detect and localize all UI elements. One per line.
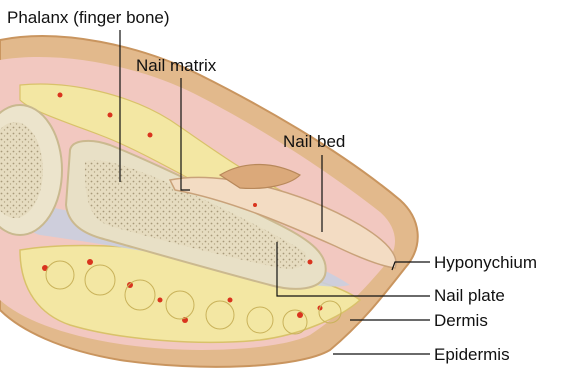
label-hyponychium: Hyponychium (434, 254, 537, 271)
label-dermis: Dermis (434, 312, 488, 329)
label-epidermis: Epidermis (434, 346, 510, 363)
label-nail-bed: Nail bed (283, 133, 345, 150)
label-phalanx: Phalanx (finger bone) (7, 9, 170, 26)
label-nail-matrix: Nail matrix (136, 57, 216, 74)
label-nail-plate: Nail plate (434, 287, 505, 304)
